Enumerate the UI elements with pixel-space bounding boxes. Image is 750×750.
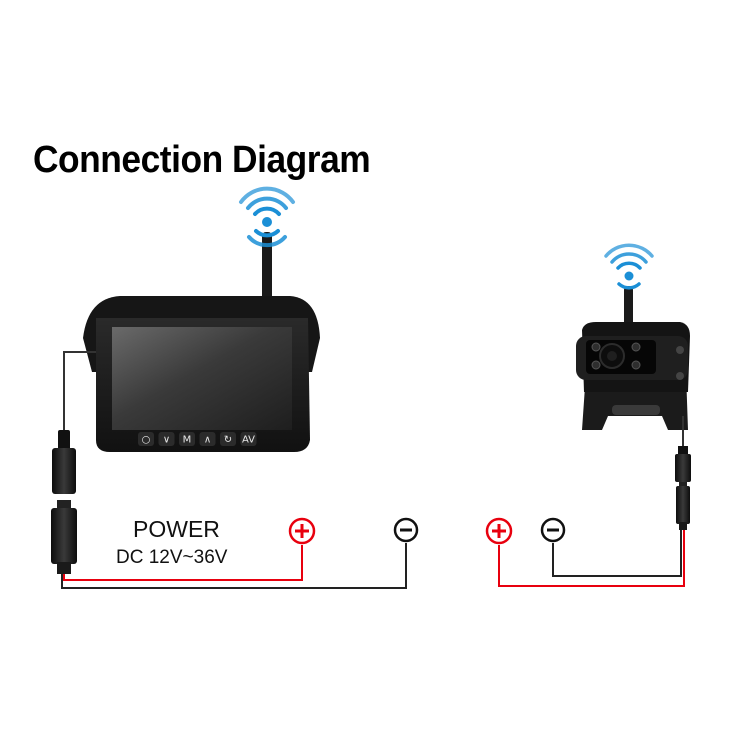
camera-dc-plug — [676, 482, 690, 530]
negative-terminal-icon — [393, 517, 419, 543]
chevron-up-icon[interactable]: ∧ — [199, 432, 216, 446]
monitor-dc-socket — [52, 430, 76, 494]
power-dc-plug — [51, 500, 77, 574]
monitor-button-bar: ○ ∨ M ∧ ↻ AV — [138, 432, 257, 446]
monitor-antenna — [262, 232, 272, 302]
power-label: POWER — [133, 516, 220, 542]
monitor-button-label: ∧ — [204, 435, 211, 446]
monitor-button-label: ↻ — [224, 435, 232, 446]
wire-negative-left — [61, 543, 407, 589]
monitor-button-label: AV — [242, 435, 255, 446]
camera-wifi-icon — [604, 243, 654, 290]
wire-positive-right — [498, 530, 685, 587]
menu-icon[interactable]: M — [179, 432, 195, 446]
chevron-down-icon[interactable]: ∨ — [158, 432, 175, 446]
monitor: ○ ∨ M ∧ ↻ AV — [83, 186, 320, 452]
wire-positive-left — [63, 545, 303, 581]
positive-terminal-icon — [485, 517, 513, 545]
camera — [576, 243, 690, 430]
wire-negative-right — [552, 530, 682, 577]
monitor-button-label: ○ — [142, 435, 151, 446]
camera-ir-led — [631, 342, 641, 352]
refresh-icon[interactable]: ↻ — [220, 432, 236, 446]
camera-dc-socket — [675, 446, 691, 482]
monitor-button-label: M — [183, 435, 192, 446]
positive-terminal-icon — [288, 517, 316, 545]
monitor-cable — [63, 351, 96, 430]
monitor-button-label: ∨ — [163, 435, 170, 446]
diagram-title: Connection Diagram — [33, 139, 371, 181]
power-spec-label: DC 12V~36V — [116, 547, 228, 568]
av-icon[interactable]: AV — [240, 432, 257, 446]
negative-terminal-icon — [540, 517, 566, 543]
monitor-screen — [112, 327, 292, 430]
power-icon[interactable]: ○ — [138, 432, 154, 446]
monitor-wifi-icon — [239, 186, 295, 248]
camera-ir-led — [631, 360, 641, 370]
camera-ir-led — [591, 360, 601, 370]
camera-ir-led — [591, 342, 601, 352]
